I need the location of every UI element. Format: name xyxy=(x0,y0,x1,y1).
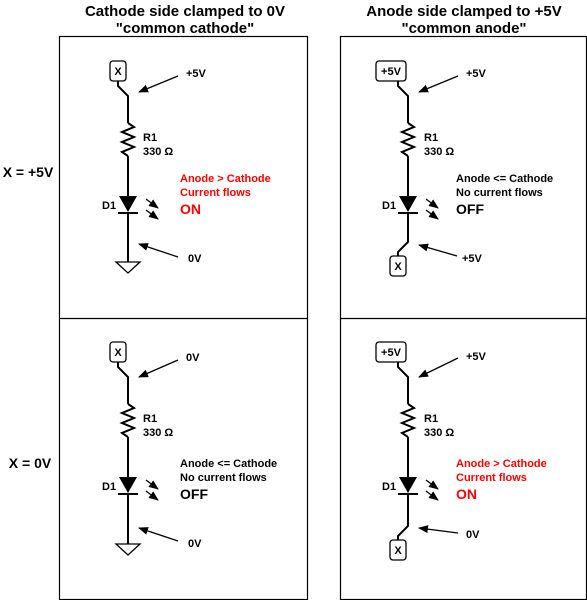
arrow-label: 0V xyxy=(188,253,202,265)
pointer-arrow xyxy=(418,357,459,378)
resistor-name: R1 xyxy=(143,132,157,144)
state-label: ON xyxy=(180,201,201,217)
resistor xyxy=(119,403,137,438)
arrow-label: 0V xyxy=(188,538,202,550)
pointer-arrow xyxy=(138,527,179,542)
panel-bottom-left: X 0V R1 330 Ω D1 0V Anode <= Cathode No … xyxy=(102,341,277,556)
node-label: +5V xyxy=(381,66,402,78)
node-box xyxy=(389,255,407,277)
pointer-arrow xyxy=(138,243,179,258)
switch-wire xyxy=(397,494,409,540)
switch-wire xyxy=(397,81,409,123)
resistor-value: 330 Ω xyxy=(424,427,454,439)
diode-name: D1 xyxy=(102,200,116,212)
switch-wire xyxy=(397,362,409,404)
pointer-arrow xyxy=(418,75,459,93)
light-arrow xyxy=(425,209,439,220)
arrow-label: 0V xyxy=(186,352,200,364)
node-label: X xyxy=(394,261,402,273)
left-column-title: Cathode side clamped to 0V xyxy=(85,3,285,20)
diode xyxy=(119,196,137,212)
pointer-arrow xyxy=(418,525,459,534)
panel-top-left: X +5V R1 330 Ω D1 0V Anode > Cathode Cur… xyxy=(102,60,271,274)
switch-wire xyxy=(117,81,129,123)
arrow-label: +5V xyxy=(462,253,483,265)
light-arrow xyxy=(145,209,159,220)
diode xyxy=(399,196,417,212)
node-box xyxy=(375,341,407,363)
ground-symbol xyxy=(114,261,142,274)
diode xyxy=(399,477,417,493)
light-arrow xyxy=(425,490,439,501)
arrow-label: +5V xyxy=(466,68,487,80)
switch-wire xyxy=(117,362,129,404)
pointer-arrow xyxy=(138,75,179,93)
node-label: X xyxy=(114,347,122,359)
node-box xyxy=(375,60,407,82)
light-arrow xyxy=(145,490,159,501)
status-line-1: Anode > Cathode xyxy=(180,173,271,185)
diode-name: D1 xyxy=(382,200,396,212)
state-label: ON xyxy=(456,486,477,502)
resistor-value: 330 Ω xyxy=(143,427,173,439)
pointer-arrow xyxy=(418,243,458,257)
panel-top-right: +5V +5V R1 330 Ω D1 X +5V Anode <= Catho… xyxy=(375,60,553,277)
right-column-title: Anode side clamped to +5V xyxy=(366,3,561,20)
status-line-2: Current flows xyxy=(456,472,527,484)
arrow-label: +5V xyxy=(186,68,207,80)
light-arrow xyxy=(145,479,159,490)
status-line-2: Current flows xyxy=(180,187,251,199)
diode-name: D1 xyxy=(382,481,396,493)
bottom-row-label: X = 0V xyxy=(9,455,52,471)
resistor-name: R1 xyxy=(143,413,157,425)
status-line-2: No current flows xyxy=(456,187,543,199)
node-box xyxy=(389,539,407,561)
resistor xyxy=(399,122,417,157)
resistor-value: 330 Ω xyxy=(424,146,454,158)
node-label: X xyxy=(394,545,402,557)
resistor-name: R1 xyxy=(424,413,438,425)
left-column-subtitle: "common cathode" xyxy=(116,20,254,37)
resistor-name: R1 xyxy=(424,132,438,144)
pointer-arrow xyxy=(138,359,179,378)
light-arrow xyxy=(425,479,439,490)
status-line-2: No current flows xyxy=(180,472,267,484)
right-column-subtitle: "common anode" xyxy=(401,20,526,37)
status-line-1: Anode <= Cathode xyxy=(456,173,553,185)
node-label: +5V xyxy=(381,347,402,359)
light-arrow xyxy=(145,198,159,209)
state-label: OFF xyxy=(456,201,484,217)
panel-bottom-right: +5V +5V R1 330 Ω D1 X 0V Anode > Cathode… xyxy=(375,341,547,561)
status-line-1: Anode <= Cathode xyxy=(180,458,277,470)
resistor-value: 330 Ω xyxy=(143,146,173,158)
arrow-label: 0V xyxy=(466,529,480,541)
resistor xyxy=(119,122,137,157)
diode xyxy=(119,477,137,493)
state-label: OFF xyxy=(180,486,208,502)
light-arrow xyxy=(425,198,439,209)
diode-name: D1 xyxy=(102,481,116,493)
ground-symbol xyxy=(114,543,142,556)
arrow-label: +5V xyxy=(466,351,487,363)
status-line-1: Anode > Cathode xyxy=(456,458,547,470)
resistor xyxy=(399,403,417,438)
top-row-label: X = +5V xyxy=(3,164,54,180)
node-label: X xyxy=(114,66,122,78)
switch-wire xyxy=(397,213,409,256)
